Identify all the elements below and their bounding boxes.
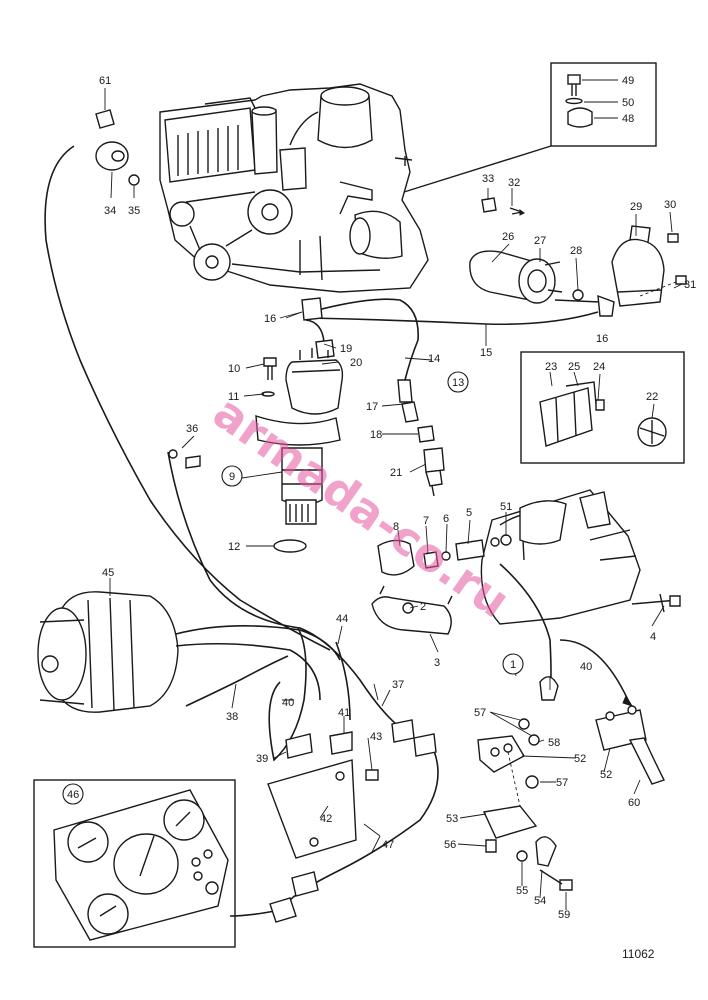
callout-3: 3: [434, 657, 440, 669]
callout-16-right: 16: [596, 333, 608, 345]
callout-57-top: 57: [474, 707, 486, 719]
solenoid-parts: [477, 676, 573, 891]
callout-35: 35: [128, 205, 140, 217]
callout-39: 39: [256, 753, 268, 765]
callout-10: 10: [228, 363, 240, 375]
callout-15: 15: [480, 347, 492, 359]
relay-bracket: [267, 719, 437, 859]
callout-48: 48: [622, 113, 634, 125]
callout-50: 50: [622, 97, 634, 109]
callout-13: 13: [452, 377, 464, 389]
callout-44: 44: [336, 613, 348, 625]
callout-45: 45: [102, 567, 114, 579]
callout-52-mid: 52: [574, 753, 586, 765]
callout-labels: 61 34 35 49 50 48 33 32 26 27 28 29 30 3…: [67, 75, 696, 921]
alternator: [37, 591, 179, 713]
callout-21: 21: [390, 467, 402, 479]
circled-callouts: [62, 371, 524, 805]
callout-36: 36: [186, 423, 198, 435]
callout-27: 27: [534, 235, 546, 247]
callout-46: 46: [67, 789, 79, 801]
callout-23: 23: [545, 361, 557, 373]
callout-6: 6: [443, 513, 449, 525]
callout-12: 12: [228, 541, 240, 553]
callout-58: 58: [548, 737, 560, 749]
bolt-clamp-inset: [403, 62, 657, 193]
ignition-coil: [469, 250, 615, 317]
engine-block-drawing: [159, 83, 429, 293]
callout-leaders: [104, 88, 683, 910]
callout-57-bottom: 57: [556, 777, 568, 789]
callout-22: 22: [646, 391, 658, 403]
callout-54: 54: [534, 895, 546, 907]
coil-bracket: [611, 225, 687, 307]
callout-2: 2: [420, 601, 426, 613]
callout-8: 8: [393, 521, 399, 533]
starter-motor: [480, 489, 681, 625]
callout-40-left: 40: [282, 697, 294, 709]
callout-49: 49: [622, 75, 634, 87]
callout-60: 60: [628, 797, 640, 809]
small-fasteners: [95, 109, 201, 469]
callout-26: 26: [502, 231, 514, 243]
callout-19: 19: [340, 343, 352, 355]
callout-4: 4: [650, 631, 656, 643]
starter-small-parts: [371, 534, 512, 635]
mounting-inset: [520, 351, 685, 464]
callout-37: 37: [392, 679, 404, 691]
callout-42: 42: [320, 813, 332, 825]
callout-33: 33: [482, 173, 494, 185]
callout-61: 61: [99, 75, 111, 87]
callout-32: 32: [508, 177, 520, 189]
callout-41: 41: [338, 707, 350, 719]
callout-47: 47: [382, 839, 394, 851]
callout-56: 56: [444, 839, 456, 851]
callout-25: 25: [568, 361, 580, 373]
callout-38: 38: [226, 711, 238, 723]
callout-55: 55: [516, 885, 528, 897]
instrument-panel-inset: [33, 779, 319, 948]
screw-33-32: [481, 197, 525, 216]
distributor: [255, 339, 344, 553]
callout-17: 17: [366, 401, 378, 413]
callout-52-right: 52: [600, 769, 612, 781]
callout-20: 20: [350, 357, 362, 369]
callout-9: 9: [229, 471, 235, 483]
callout-59: 59: [558, 909, 570, 921]
callout-7: 7: [423, 515, 429, 527]
callout-31: 31: [684, 279, 696, 291]
callout-34: 34: [104, 205, 116, 217]
callout-11: 11: [228, 391, 239, 403]
callout-28: 28: [570, 245, 582, 257]
callout-40-right: 40: [580, 661, 592, 673]
callout-29: 29: [630, 201, 642, 213]
callout-53: 53: [446, 813, 458, 825]
callout-1: 1: [510, 659, 516, 671]
callout-51: 51: [500, 501, 512, 513]
callout-30: 30: [664, 199, 676, 211]
callout-5: 5: [466, 507, 472, 519]
callout-43: 43: [370, 731, 382, 743]
starter-switch: [559, 639, 665, 785]
drawing-number: 11062: [622, 947, 655, 961]
spark-plug-set: [397, 379, 445, 497]
callout-14: 14: [428, 353, 440, 365]
callout-16-left: 16: [264, 313, 276, 325]
callout-18: 18: [370, 429, 382, 441]
callout-24: 24: [593, 361, 605, 373]
